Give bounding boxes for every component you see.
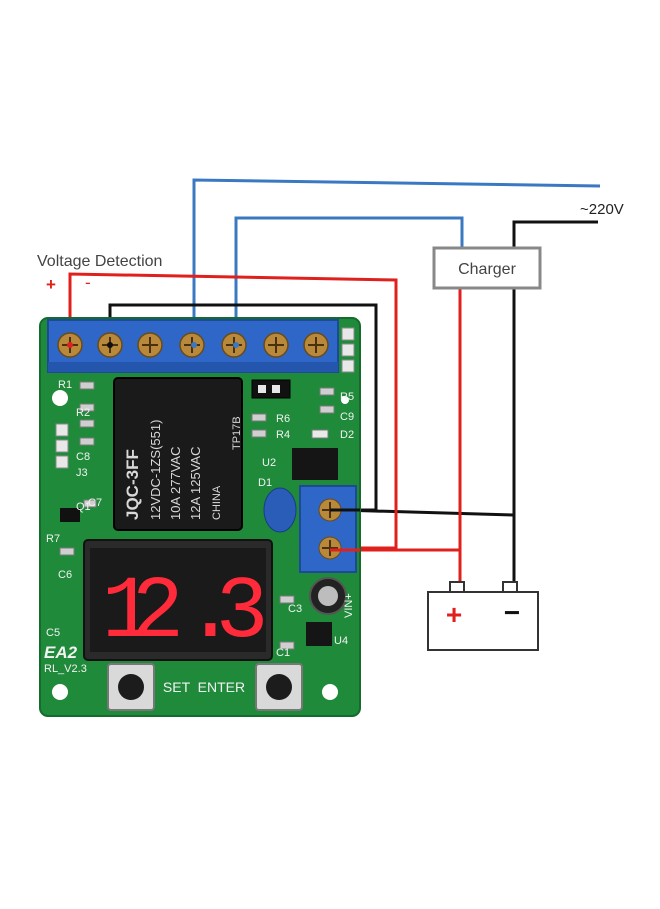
component-label: U4 (334, 635, 348, 647)
mount-hole (341, 396, 349, 404)
component-label: R1 (58, 379, 72, 391)
button-label: SET ENTER (163, 679, 245, 695)
battery-body (427, 591, 539, 651)
display-digit: 3 (216, 564, 269, 663)
component-label: R6 (276, 413, 290, 425)
component-label: D2 (340, 429, 354, 441)
battery-pos-terminal (449, 581, 465, 593)
detect-minus-label: - (85, 273, 91, 292)
set-button[interactable] (107, 663, 155, 711)
board-name: EA2 (44, 643, 78, 662)
blue-wire-mains-1 (192, 178, 601, 345)
relay-id: TP17B (231, 416, 243, 450)
component-label: C8 (76, 451, 90, 463)
blue-wires (192, 178, 601, 345)
wire-end (107, 342, 113, 348)
wire-end (191, 342, 197, 348)
component-label: C3 (288, 603, 302, 615)
component-label: R4 (276, 429, 290, 441)
red-wire-detect (68, 272, 398, 550)
component-label: C6 (58, 569, 72, 581)
relay-origin: CHINA (211, 485, 223, 520)
component-label: U2 (262, 457, 276, 469)
charger-box (432, 246, 542, 290)
mount-hole (52, 390, 68, 406)
display-digit: 1 (102, 564, 155, 663)
relay-model: 12VDC-1ZS(551) (148, 420, 163, 520)
optocoupler-u2 (292, 448, 338, 480)
enter-button[interactable] (255, 663, 303, 711)
battery-plus-label: + (446, 599, 462, 630)
voltage-detection-label: Voltage Detection (37, 253, 162, 270)
component-label: C5 (46, 627, 60, 639)
transistor-q1 (60, 508, 80, 522)
component-label: R2 (76, 407, 90, 419)
mains-label: ~220V (580, 201, 624, 218)
component-label: D1 (258, 477, 272, 489)
component-label: R7 (46, 533, 60, 545)
smd-components (59, 381, 335, 650)
jumper (251, 379, 291, 399)
battery-neg-terminal (502, 581, 518, 593)
relay-rating-1: 10A 277VAC (168, 447, 183, 520)
header-pins-right (341, 327, 355, 373)
mount-hole (52, 684, 68, 700)
terminal-block-input (299, 485, 357, 573)
relay-brand: JQC-3FF (123, 449, 142, 520)
seven-segment-display: 1 2. 3 (83, 539, 273, 663)
regulator-u4 (306, 622, 332, 646)
charger-label: Charger (458, 261, 516, 278)
mount-hole (322, 684, 338, 700)
wire-end (67, 342, 73, 348)
component-label: C7 (88, 497, 102, 509)
black-wire-mains-2 (512, 220, 598, 248)
component-label: Q1 (76, 501, 91, 513)
relay-rating-2: 12A 125VAC (188, 447, 203, 520)
detect-plus-label: + (46, 275, 56, 294)
component-label: J3 (76, 467, 88, 479)
board-version: RL_V2.3 (44, 663, 87, 675)
component-label: C1 (276, 647, 290, 659)
wire-end (233, 342, 239, 348)
component-label: R5 (340, 391, 354, 403)
vin-label: VIN+ (343, 593, 355, 618)
component-label: C9 (340, 411, 354, 423)
relay: JQC-3FF 12VDC-1ZS(551) 10A 277VAC 12A 12… (113, 377, 243, 531)
black-wire-in-neg (339, 508, 515, 517)
battery-minus-label: − (504, 597, 520, 628)
header-pins-left (55, 423, 69, 469)
capacitor-blue (263, 487, 297, 533)
display-digit: 2. (131, 564, 237, 663)
relay-board: JQC-3FF 12VDC-1ZS(551) 10A 277VAC 12A 12… (39, 317, 361, 717)
charger: Charger (432, 246, 542, 290)
blue-wire-charger (234, 216, 464, 345)
battery: + − (427, 581, 539, 651)
silkscreen-labels: R1 R2 C8 J3 Q1 C7 R7 C5 R5 C9 R6 R4 D2 U… (46, 379, 354, 659)
